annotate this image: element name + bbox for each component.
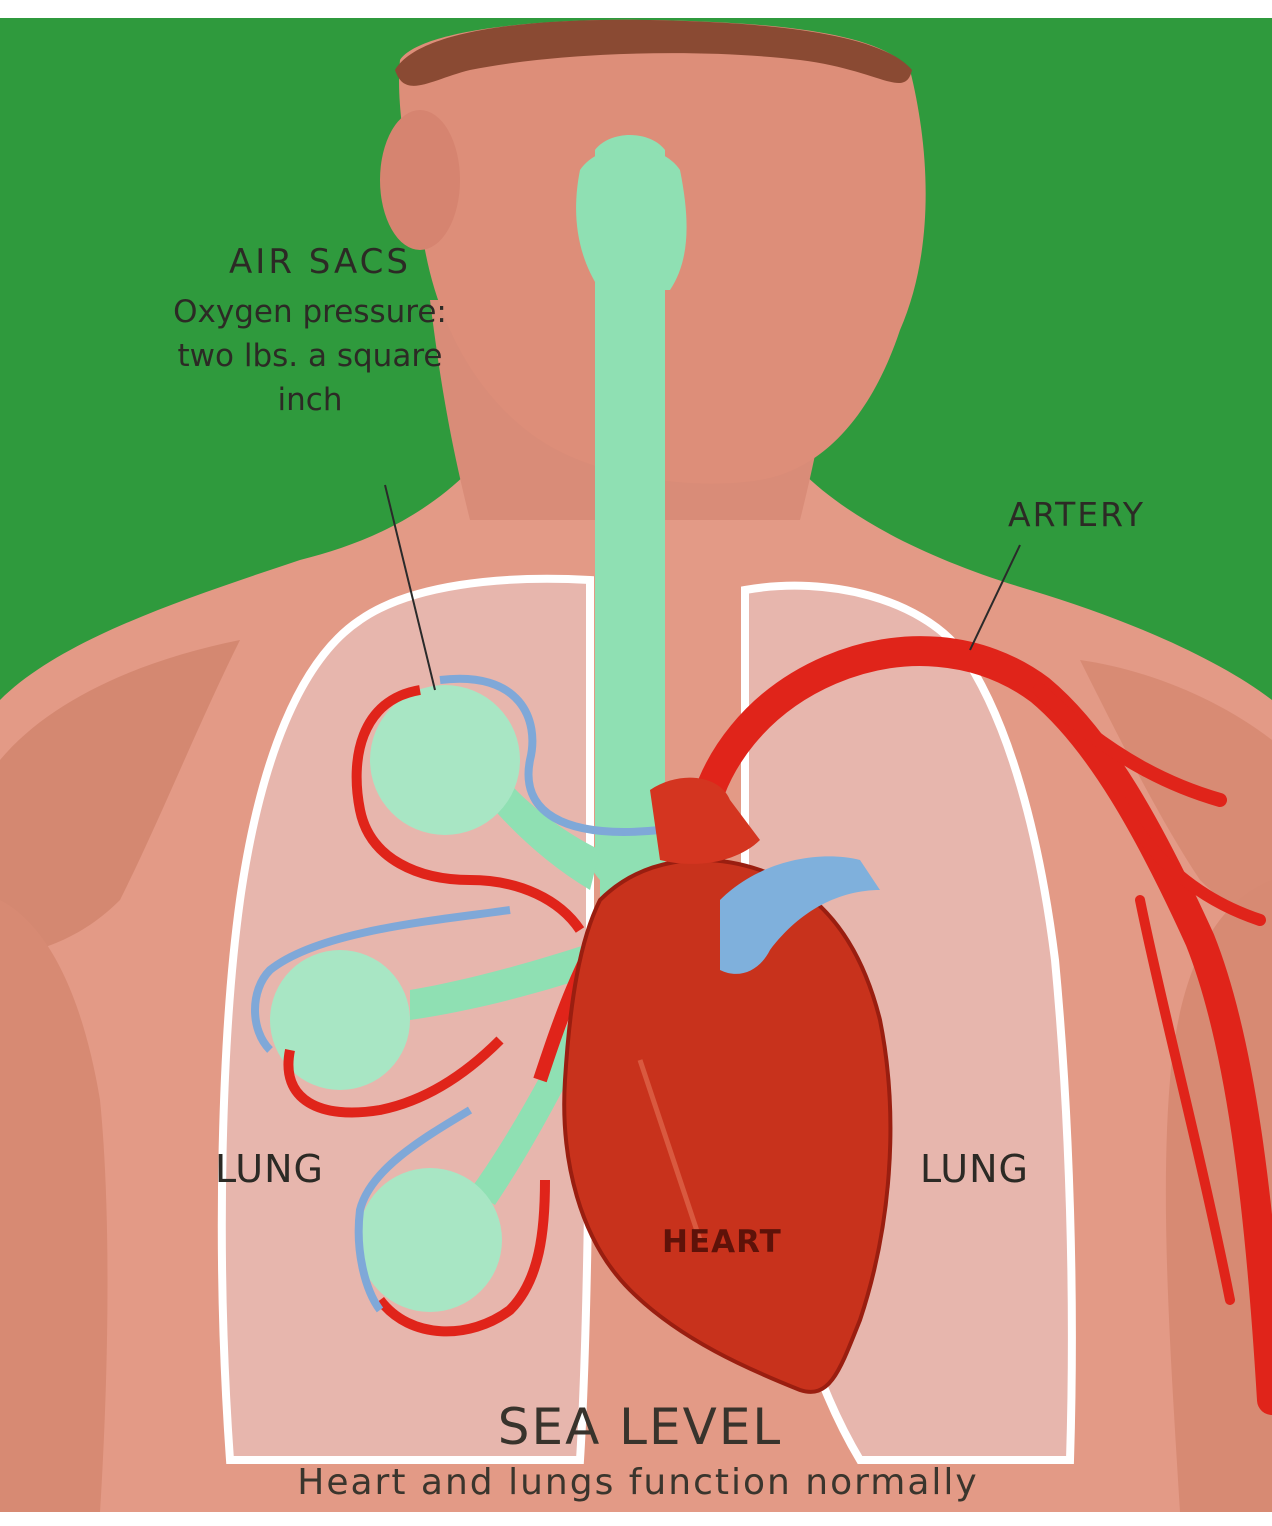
air-sac-lower: [358, 1168, 502, 1312]
ear: [380, 110, 460, 250]
diagram-caption: Heart and lungs function normally: [238, 1462, 1038, 1503]
air-sac-upper: [370, 685, 520, 835]
lung-right-label: LUNG: [920, 1147, 1029, 1191]
air-sacs-description: Oxygen pressure: two lbs. a square inch: [160, 290, 460, 422]
lung-left-label: LUNG: [215, 1147, 324, 1191]
heart-label: HEART: [662, 1224, 782, 1260]
airway-head: [576, 148, 686, 291]
diagram-title: SEA LEVEL: [380, 1398, 900, 1456]
air-sacs-label: AIR SACS: [190, 242, 450, 282]
artery-label: ARTERY: [1008, 495, 1145, 534]
